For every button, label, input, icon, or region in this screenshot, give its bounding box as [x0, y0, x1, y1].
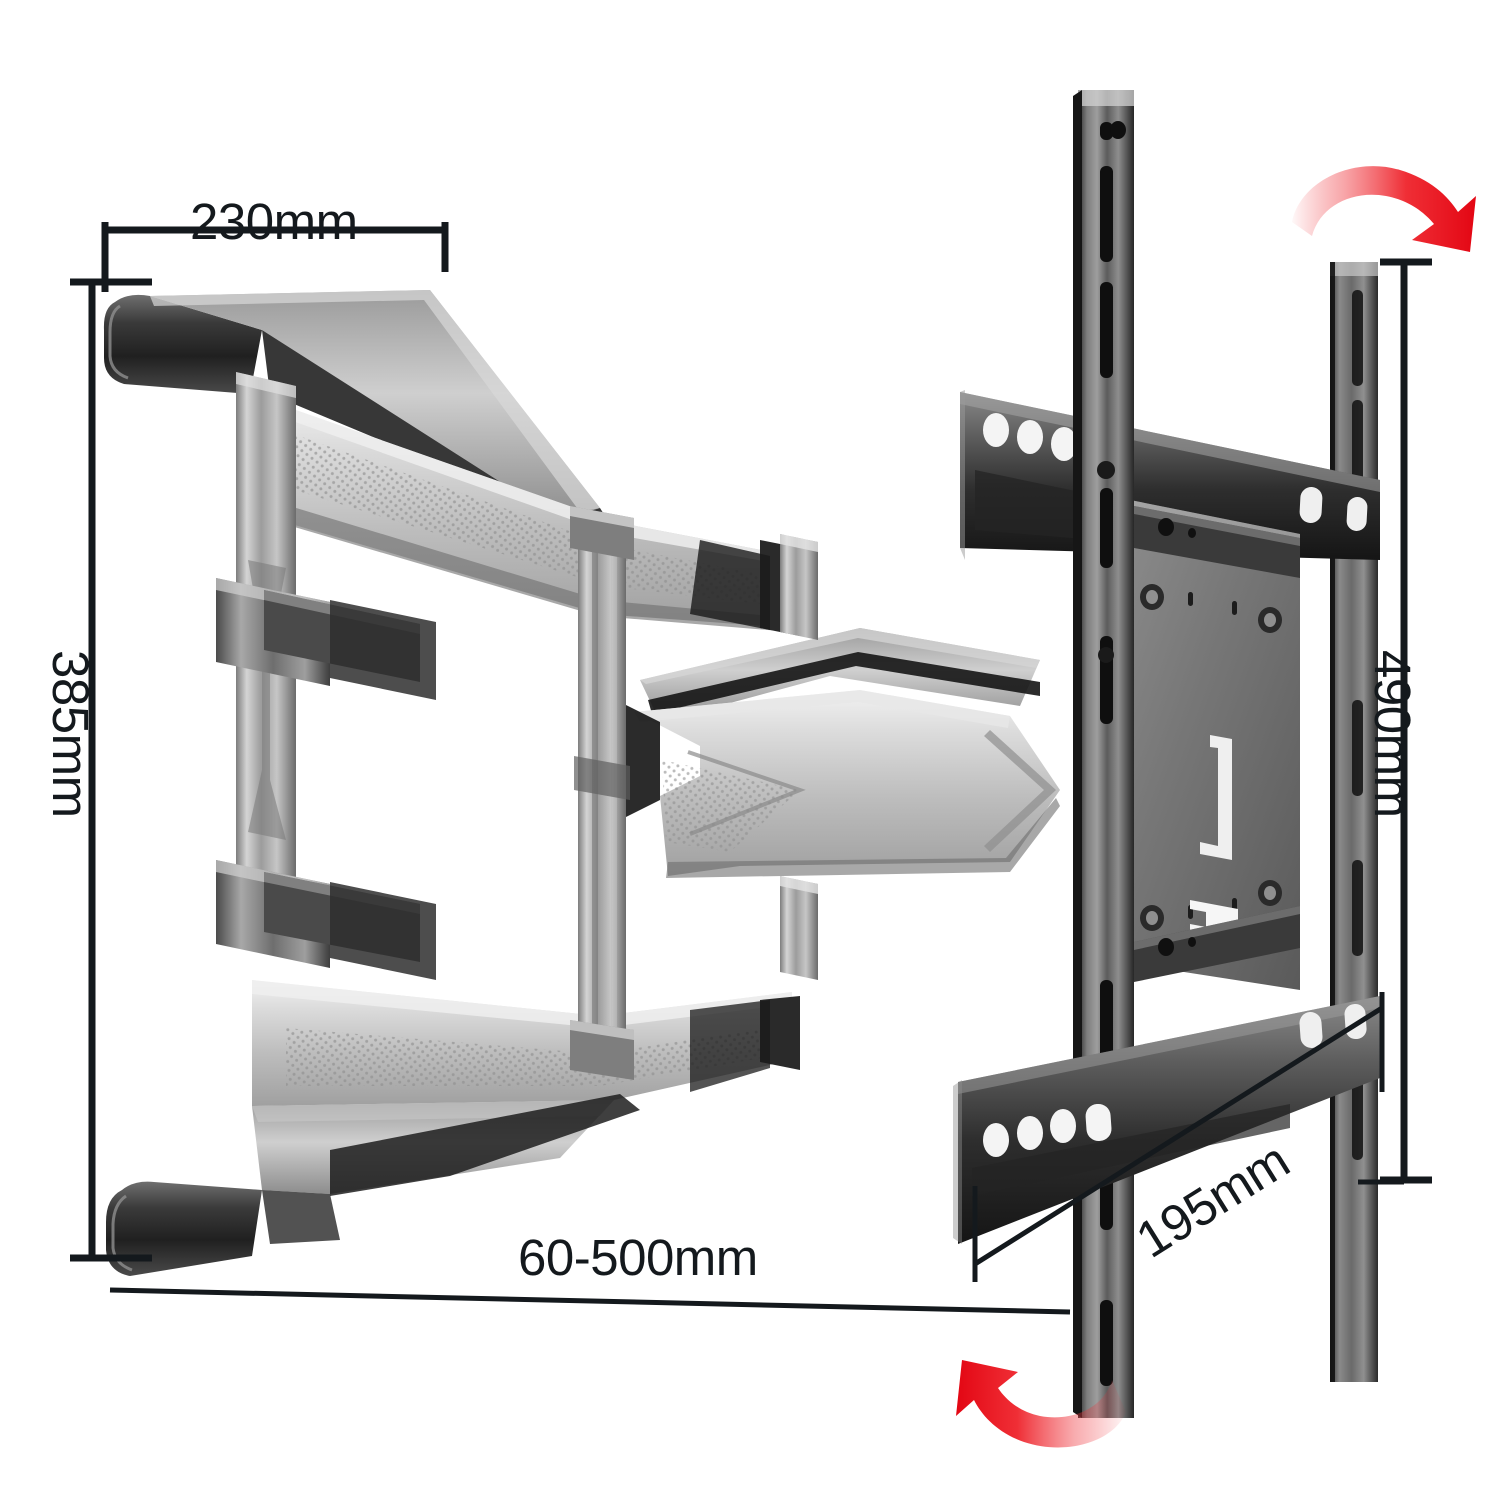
- dimension-label-385mm: 385mm: [42, 650, 99, 818]
- tilt-bar-upper: [1134, 506, 1300, 578]
- dimline-195mm: [972, 992, 1404, 1282]
- dimension-label-490mm: 490mm: [1364, 650, 1421, 818]
- lower-arm: [106, 980, 800, 1276]
- lower-elbow-joint: [216, 860, 436, 980]
- wall-backplate: [1120, 498, 1300, 990]
- upper-arm: [103, 290, 800, 636]
- wall-plate-assembly: [953, 90, 1380, 1418]
- wall-crossbar-lower: [953, 996, 1380, 1244]
- rotation-arrow-left-icon: [956, 1360, 1126, 1448]
- center-pivot-column: [570, 506, 634, 1080]
- middle-arm: [600, 628, 1060, 878]
- dimension-label-230mm: 230mm: [190, 193, 358, 250]
- tilt-bar-lower: [1134, 906, 1300, 982]
- dimline-385mm: [70, 278, 152, 1262]
- rotation-arrow-right-icon: [1292, 166, 1476, 252]
- upper-elbow-joint: [216, 578, 436, 700]
- dimline-60-500mm: [109, 1287, 1071, 1315]
- backplate-rivets: [1140, 584, 1282, 931]
- arm-end-pivots: [780, 534, 818, 980]
- dimension-label-60-500mm: 60-500mm: [518, 1229, 758, 1286]
- arm-assembly: [103, 290, 1060, 1276]
